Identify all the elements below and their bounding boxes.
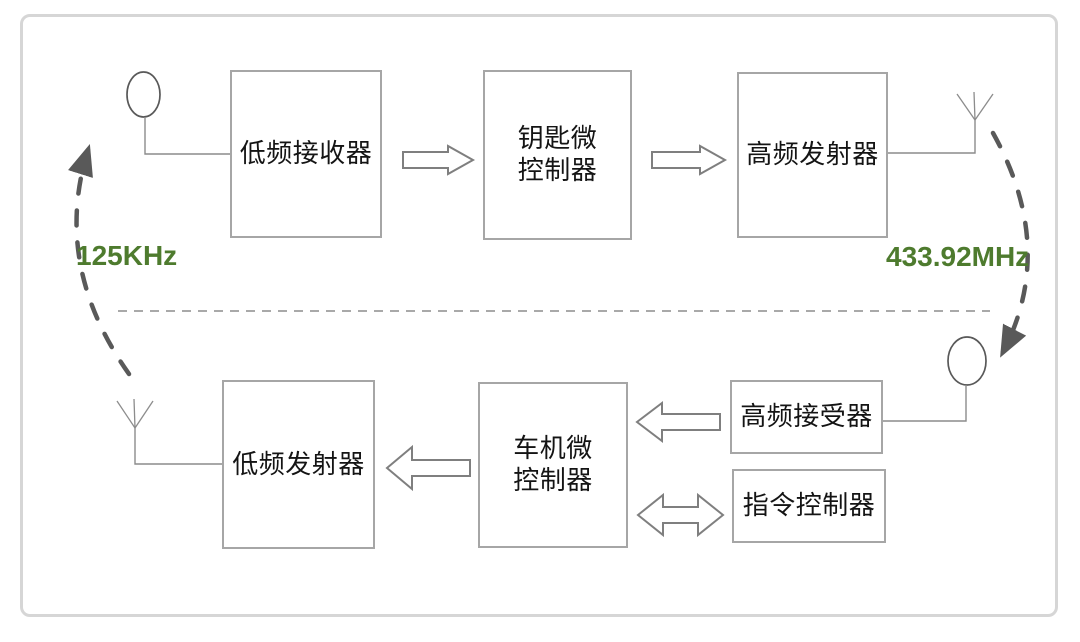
flow-arrow-carmcu-to-lftransmitter (385, 444, 471, 492)
box-hf-receiver: 高频接受器 (730, 380, 883, 454)
loop-antenna-bottom-right-icon (883, 336, 987, 422)
high-frequency-label: 433.92MHz (886, 241, 1030, 272)
box-key-mcu: 钥匙微 控制器 (483, 70, 632, 240)
flow-arrow-carmcu-cmdcontroller-bidirectional (636, 492, 725, 538)
flow-arrow-hfreceiver-to-carmcu (635, 400, 721, 444)
whip-antenna-bottom-left-icon (116, 398, 222, 465)
box-car-mcu: 车机微 控制器 (478, 382, 628, 548)
low-frequency-label: 125KHz (76, 240, 178, 271)
whip-antenna-top-right-icon (888, 91, 994, 154)
flow-arrow-keymcu-to-hftransmitter (651, 144, 728, 176)
loop-antenna-top-left-icon (126, 71, 230, 155)
box-hf-transmitter: 高频发射器 (737, 72, 888, 238)
flow-arrow-lfreceiver-to-keymcu (402, 144, 476, 176)
box-lf-receiver: 低频接收器 (230, 70, 382, 238)
wireless-link-arc-125khz (68, 143, 132, 377)
box-cmd-controller: 指令控制器 (732, 469, 886, 543)
box-lf-transmitter: 低频发射器 (222, 380, 375, 549)
wireless-link-arc-433mhz (990, 130, 1030, 358)
